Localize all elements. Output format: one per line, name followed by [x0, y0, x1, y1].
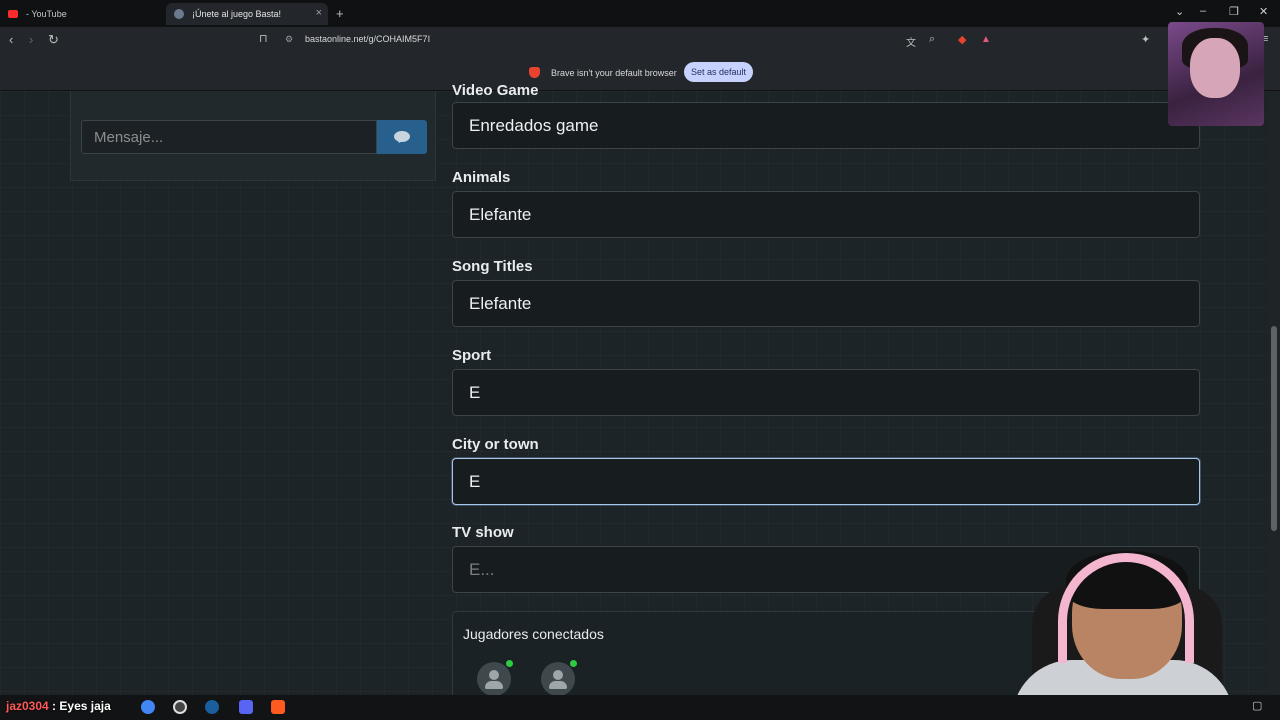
back-icon[interactable]: ‹ [9, 32, 14, 47]
restore-icon[interactable]: ❐ [1229, 6, 1239, 18]
extensions-icon[interactable]: ✦ [1141, 34, 1151, 46]
field-label-sport: Sport [452, 347, 492, 364]
chat-message-input[interactable] [81, 120, 377, 154]
tab-youtube[interactable]: - YouTube [0, 3, 166, 25]
set-default-button[interactable]: Set as default [684, 62, 754, 82]
user-icon-body [485, 681, 503, 689]
sport-input[interactable] [452, 369, 1200, 416]
tab-search-icon[interactable]: ⌄ [1175, 6, 1185, 18]
page-scrollbar[interactable] [1268, 91, 1280, 695]
scrollbar-thumb[interactable] [1271, 326, 1277, 531]
default-browser-infobar: Brave isn't your default browser Set as … [0, 53, 1280, 91]
bookmark-icon[interactable]: ⊓ [259, 33, 268, 45]
city-input[interactable] [452, 458, 1200, 505]
brave-shields-icon[interactable]: ◆ [958, 34, 967, 46]
zoom-icon[interactable]: ⌕ [929, 33, 936, 45]
new-tab-button[interactable]: + [336, 6, 344, 21]
webcam-overlay-top [1168, 22, 1264, 126]
field-label-animals: Animals [452, 169, 511, 186]
webcam-overlay-bottom [996, 545, 1248, 720]
youtube-icon [8, 10, 18, 18]
tab-title: ¡Únete al juego Basta! [192, 9, 282, 19]
taskbar: jaz0304 : Eyes jaja ▢ [0, 695, 1280, 720]
chat-bubble-icon [394, 131, 410, 142]
webcam-face [1190, 38, 1240, 98]
player-avatar[interactable] [477, 660, 513, 696]
brave-rewards-icon[interactable]: ▲ [981, 34, 991, 45]
stream-chat-message: Eyes jaja [59, 699, 111, 713]
obs-icon[interactable] [173, 700, 187, 714]
field-label-video-game: Video Game [452, 82, 539, 99]
reload-icon[interactable]: ↻ [48, 32, 59, 47]
players-title: Jugadores conectados [463, 626, 604, 642]
steam-icon[interactable] [205, 700, 219, 714]
chat-send-button[interactable] [377, 120, 427, 154]
video-game-input[interactable] [452, 102, 1200, 149]
forward-icon[interactable]: › [29, 32, 34, 47]
app-icon[interactable] [239, 700, 253, 714]
user-icon-body [549, 681, 567, 689]
headphones-icon [1058, 553, 1194, 663]
user-icon [553, 670, 563, 680]
user-icon [489, 670, 499, 680]
tab-title: - YouTube [26, 9, 67, 19]
menu-icon[interactable]: ≡ [1262, 33, 1269, 45]
close-window-icon[interactable]: ✕ [1259, 6, 1269, 18]
translate-icon[interactable]: 文 [906, 38, 916, 49]
field-label-tv-show: TV show [452, 524, 514, 541]
tab-bar: - YouTube ¡Únete al juego Basta! × + ⌄ –… [0, 0, 1280, 27]
chat-panel [70, 91, 436, 181]
stream-chat-user: jaz0304 [6, 699, 49, 713]
animals-input[interactable] [452, 191, 1200, 238]
online-status-dot [570, 660, 577, 667]
notification-icon[interactable]: ▢ [1252, 700, 1263, 712]
address-bar[interactable]: bastaonline.net/g/COHAIM5F7I [305, 34, 431, 44]
stream-chat-overlay: jaz0304 : Eyes jaja [6, 699, 111, 713]
minimize-icon[interactable]: – [1200, 5, 1207, 17]
player-avatar[interactable] [541, 660, 577, 696]
browser-toolbar: ‹ › ↻ ⊓ ⚙ bastaonline.net/g/COHAIM5F7I 文… [0, 27, 1280, 53]
globe-icon [174, 9, 184, 19]
brave-logo-icon [529, 67, 540, 78]
online-status-dot [506, 660, 513, 667]
tab-basta[interactable]: ¡Únete al juego Basta! × [166, 3, 328, 25]
field-label-city: City or town [452, 436, 539, 453]
stream-chat-separator: : [52, 699, 60, 713]
site-info-icon[interactable]: ⚙ [285, 34, 294, 44]
close-tab-icon[interactable]: × [315, 7, 322, 19]
chrome-icon[interactable] [141, 700, 155, 714]
song-titles-input[interactable] [452, 280, 1200, 327]
infobar-message: Brave isn't your default browser [551, 68, 677, 78]
brave-taskbar-icon[interactable] [271, 700, 285, 714]
field-label-song-titles: Song Titles [452, 258, 533, 275]
